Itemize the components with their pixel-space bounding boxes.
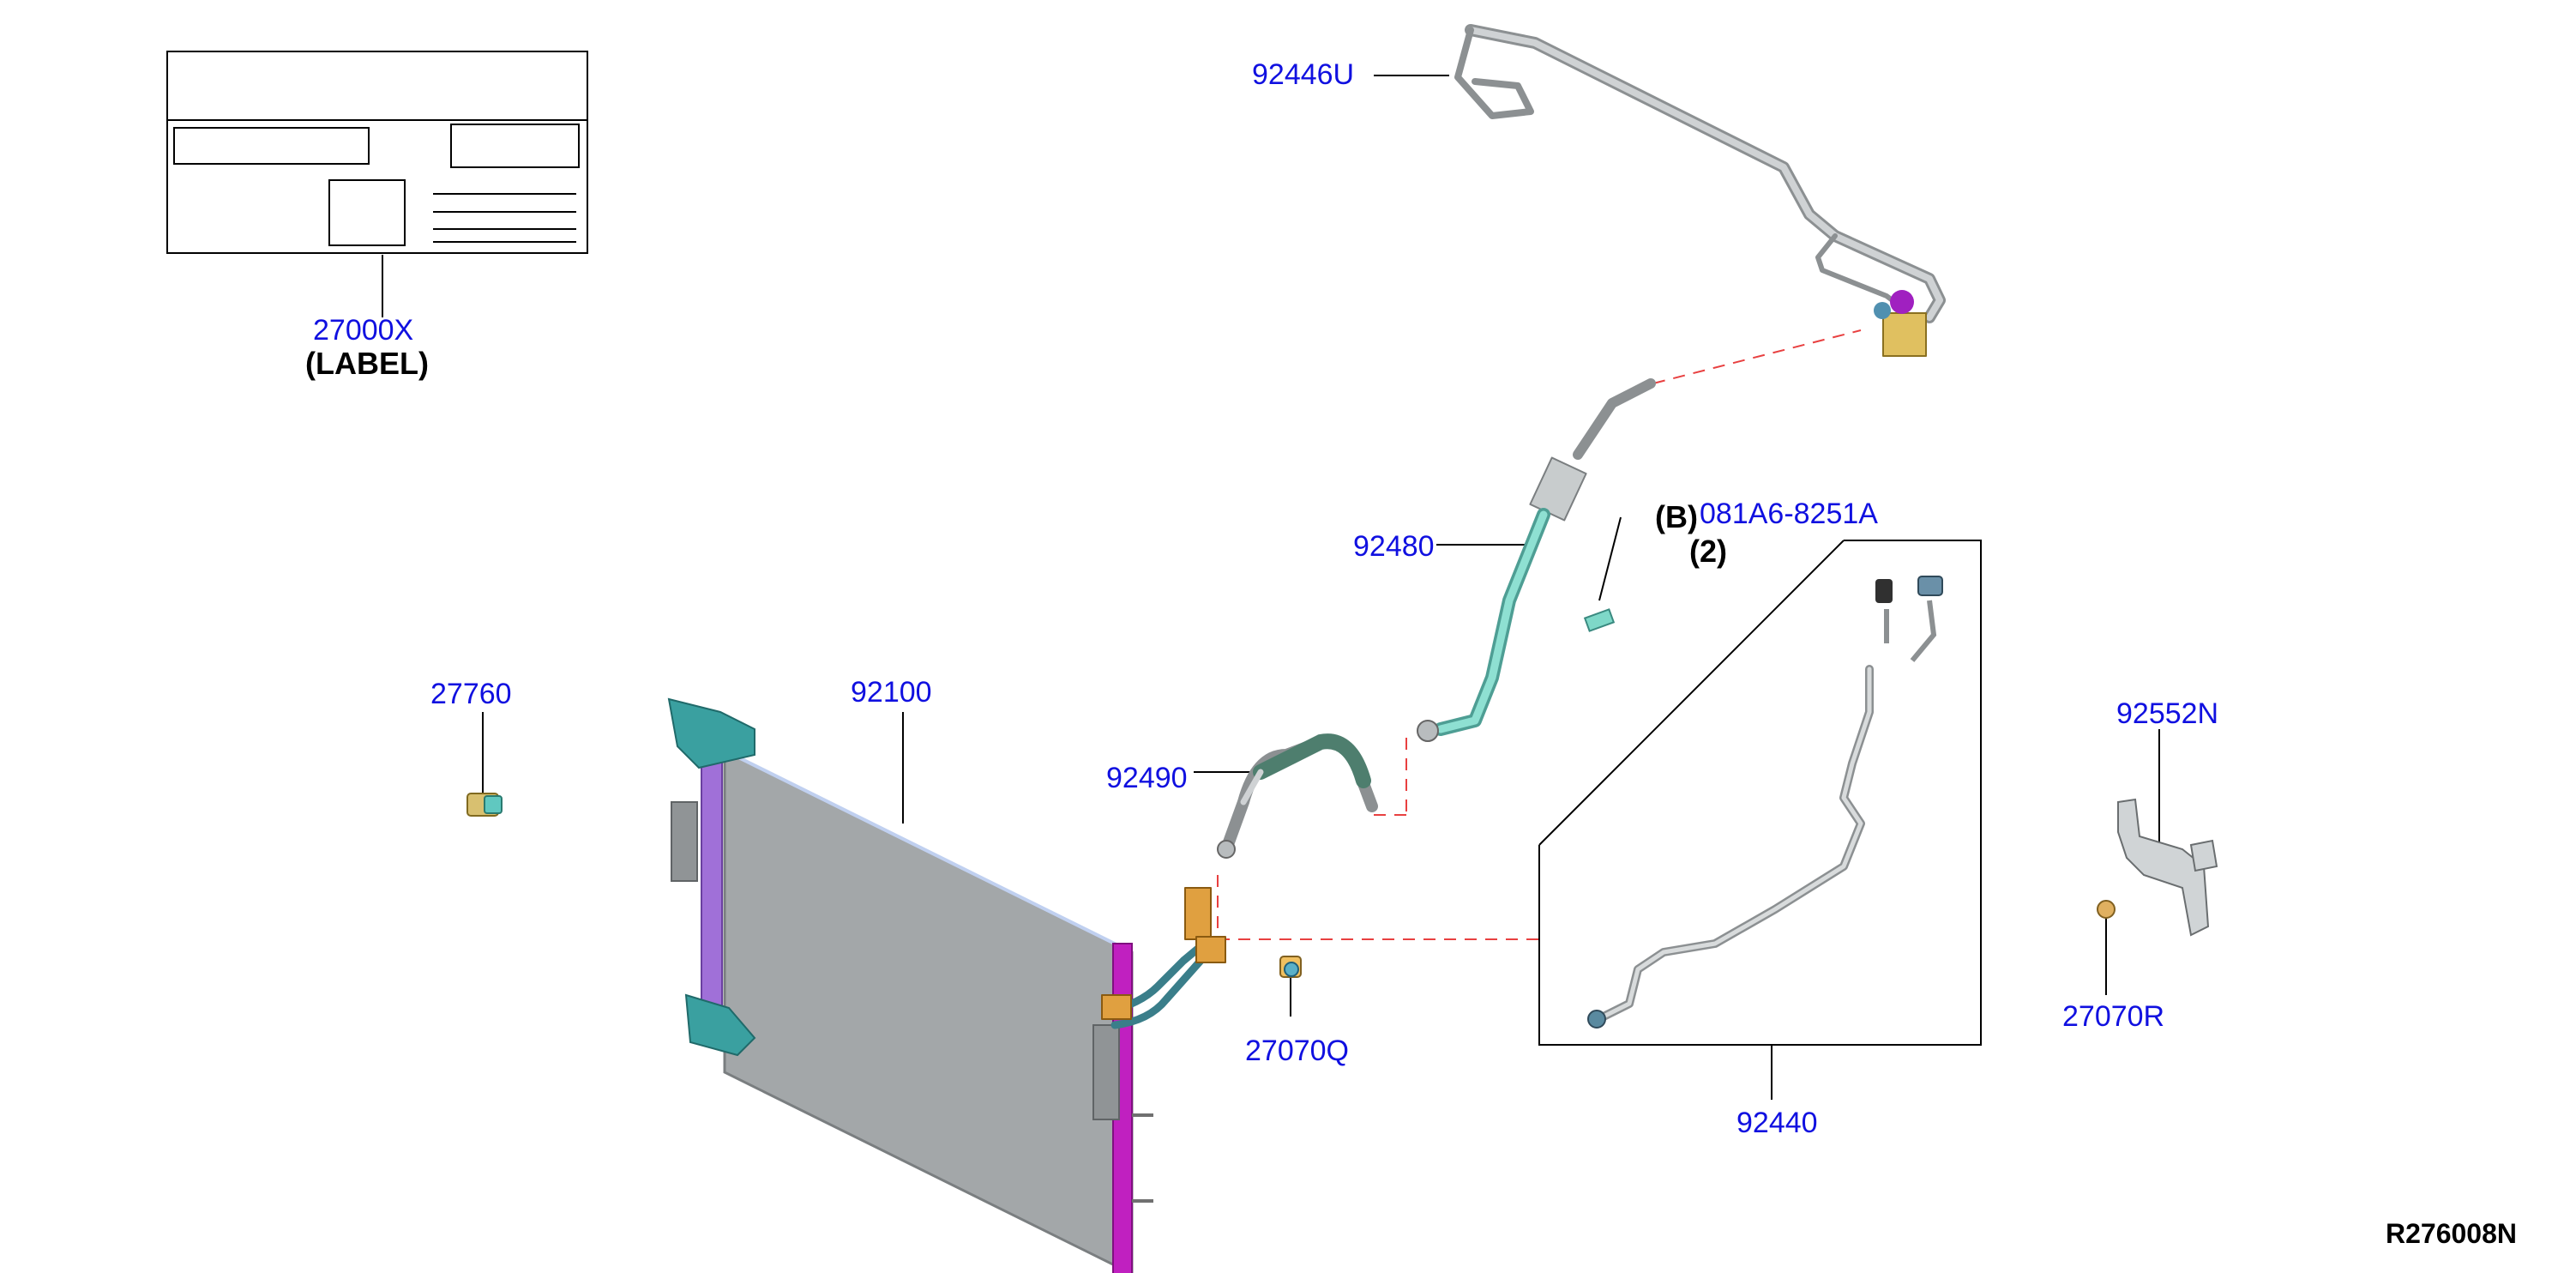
part-note-label: (LABEL): [305, 346, 429, 381]
part-number-92552n[interactable]: 92552N: [2116, 697, 2219, 730]
pipe-assembly-icon: [1454, 24, 1946, 357]
pipe-icon: [1538, 540, 1982, 1046]
part-number-92446u[interactable]: 92446U: [1252, 58, 1355, 91]
part-number-92440[interactable]: 92440: [1736, 1107, 1818, 1139]
sensor-icon: [466, 793, 503, 817]
part-number-27070r[interactable]: 27070R: [2062, 1000, 2165, 1033]
hose-assembly-icon: [1417, 378, 1656, 742]
part-number-27760[interactable]: 27760: [430, 678, 512, 710]
part-number-92100[interactable]: 92100: [851, 676, 932, 709]
condenser-icon: [667, 697, 1153, 1273]
bolt-icon: [1583, 608, 1616, 632]
diagram-code: R276008N: [2386, 1218, 2517, 1249]
part-quantity: (2): [1689, 534, 1727, 569]
part-number-27000x[interactable]: 27000X: [313, 314, 414, 347]
leader-lines: [382, 75, 2160, 1100]
label-card-icon: [166, 51, 588, 254]
connection-dashes: [1217, 329, 1862, 940]
clip-icon: [2097, 900, 2116, 919]
clip-icon: [1279, 956, 1302, 978]
part-number-081a6-8251a[interactable]: 081A6-8251A: [1700, 498, 1878, 530]
hose-icon: [1101, 733, 1378, 1029]
part-number-92480[interactable]: 92480: [1353, 530, 1435, 563]
bracket-icon: [2117, 798, 2218, 937]
part-number-27070q[interactable]: 27070Q: [1245, 1035, 1349, 1067]
part-number-92490[interactable]: 92490: [1106, 762, 1188, 794]
part-prefix-b: (B): [1655, 499, 1698, 534]
